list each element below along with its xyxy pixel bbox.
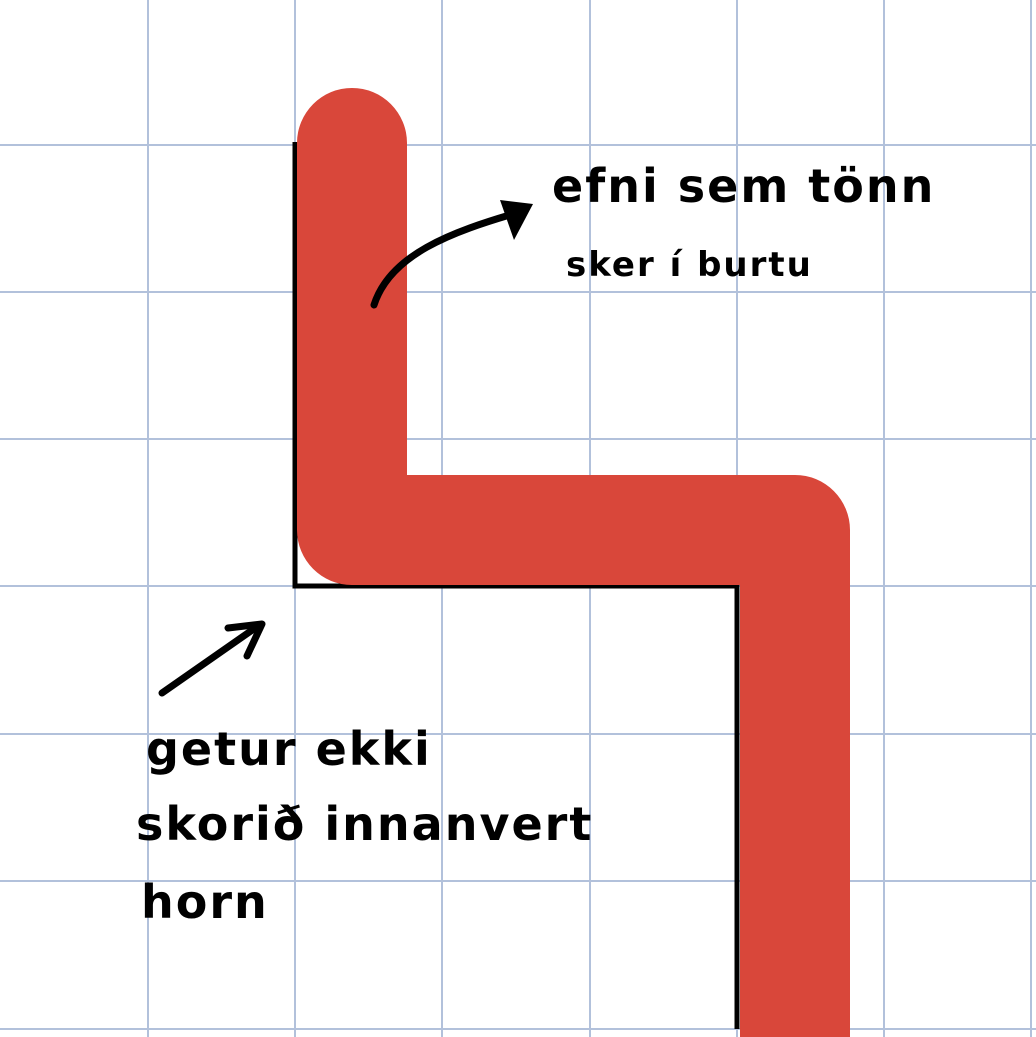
arrow-bottom-shaft — [158, 622, 262, 697]
arrow-top-head — [500, 200, 533, 240]
arrow-bottom — [158, 620, 266, 697]
tool-path-bottom-cap — [740, 985, 850, 1037]
tool-path — [297, 88, 850, 1037]
label-bottom-line2: skorið innanvert — [136, 797, 593, 851]
arrow-bottom-head — [224, 620, 266, 660]
label-top-line2: sker í burtu — [566, 245, 813, 285]
label-bottom-line1: getur ekki — [146, 722, 432, 776]
label-bottom-line3: horn — [141, 875, 269, 929]
arrow-top — [370, 200, 533, 309]
label-top-line1: efni sem tönn — [552, 159, 935, 213]
arrow-top-shaft — [370, 208, 524, 309]
target-outline — [292, 142, 740, 1029]
